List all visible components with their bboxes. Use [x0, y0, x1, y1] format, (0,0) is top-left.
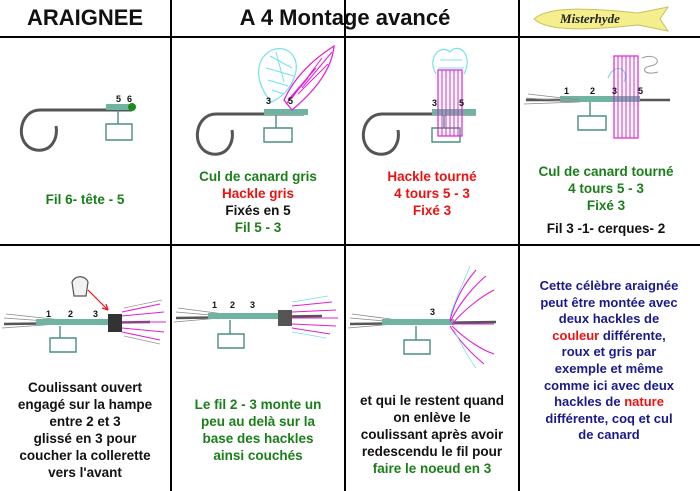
note-line: exemple et même [554, 360, 664, 376]
panel-3-caption-line: Fixé 3 [412, 203, 452, 218]
panel-2: 3 5 Cul de canard gris Hackle gris Fixés… [172, 38, 344, 244]
panel-3: 3 5 Hackle tourné 4 tours 5 - 3 Fixé 3 [346, 38, 518, 244]
panel-4-caption: Cul de canard tourné 4 tours 5 - 3 Fixé … [520, 163, 692, 237]
panel-4-caption-line: 4 tours 5 - 3 [568, 181, 644, 196]
panel-2-caption-line: Fil 5 - 3 [234, 220, 282, 235]
note-text: Cette célèbre araignée peut être montée … [520, 278, 698, 444]
panel-2-caption-line: Fixés en 5 [225, 203, 291, 218]
panel-3-label-5: 5 [459, 98, 464, 108]
note-line: roux et gris par [561, 344, 657, 360]
panel-5-caption-line: Coulissant ouvert [27, 380, 143, 395]
panel-4-label-1: 1 [564, 86, 569, 96]
panel-4-caption-line: Fil 3 -1- cerques- 2 [546, 221, 666, 236]
panel-4: 1 2 3 5 Cul de canard tourné 4 tours 5 -… [520, 38, 700, 244]
panel-3-label-3: 3 [432, 98, 437, 108]
note-line: hackles de nature [554, 394, 664, 410]
panel-7: 3 et qui le restent quand on enlève le c… [346, 246, 518, 491]
header-left-title: ARAIGNEE [26, 5, 144, 30]
panel-5-caption-line: entre 2 et 3 [49, 414, 121, 429]
note-line: peut être montée avec [540, 294, 678, 310]
panel-6-illustration: 1 2 3 [173, 295, 338, 349]
logo-text: Misterhyde [559, 11, 620, 26]
note-line: deux hackles de [558, 311, 660, 327]
panel-1-caption-line: Fil 6- tête - 5 [45, 192, 125, 207]
panel-6-caption-line: ainsi couchés [213, 448, 303, 463]
panel-2-label-3: 3 [266, 96, 271, 106]
misterhyde-logo: Misterhyde [533, 6, 670, 32]
grid-hline-middle [0, 244, 700, 246]
panel-5-label-3: 3 [93, 309, 98, 319]
panel-6: 1 2 3 Le fil 2 - 3 monte un peu au delà … [172, 246, 344, 491]
panel-2-label-5: 5 [288, 96, 293, 106]
panel-4-caption-line: Cul de canard tourné [538, 164, 674, 179]
panel-2-caption-line: Cul de canard gris [199, 169, 317, 184]
panel-1-label-6: 6 [127, 94, 132, 104]
note-line: différente, coq et cul [545, 410, 673, 426]
panel-5-label-2: 2 [68, 309, 73, 319]
panel-5-caption-line: coucher la collerette [19, 448, 151, 463]
panel-3-illustration: 3 5 [361, 47, 476, 156]
panel-5: 1 2 3 Coulissant ouvert engagé sur la ha… [0, 246, 170, 491]
panel-7-caption: et qui le restent quand on enlève le cou… [346, 392, 518, 477]
panel-5-caption-line: vers l'avant [48, 465, 122, 480]
panel-3-caption: Hackle tourné 4 tours 5 - 3 Fixé 3 [346, 168, 518, 219]
panel-5-label-1: 1 [46, 309, 51, 319]
panel-7-label-3: 3 [430, 307, 435, 317]
panel-5-caption: Coulissant ouvert engagé sur la hampe en… [0, 379, 170, 481]
panel-2-caption: Cul de canard gris Hackle gris Fixés en … [172, 168, 344, 236]
panel-6-caption-line: Le fil 2 - 3 monte un [194, 397, 322, 412]
panel-1-caption: Fil 6- tête - 5 [0, 191, 170, 208]
panel-3-caption-line: 4 tours 5 - 3 [394, 186, 470, 201]
panel-7-caption-line: redescendu le fil pour [361, 444, 503, 459]
panel-2-illustration: 3 5 [195, 44, 335, 156]
panel-6-caption-line: base des hackles [202, 431, 314, 446]
panel-4-label-3: 3 [612, 86, 617, 96]
panel-4-label-5: 5 [638, 86, 643, 96]
note-line: Cette célèbre araignée [539, 278, 679, 293]
panel-7-illustration: 3 [347, 265, 497, 369]
grid-hline-header [0, 36, 700, 38]
panel-1-label-5: 5 [116, 94, 121, 104]
panel-7-caption-line: faire le noeud en 3 [372, 461, 492, 476]
panel-6-label-2: 2 [230, 300, 235, 310]
panel-4-illustration: 1 2 3 5 [523, 55, 670, 139]
panel-2-caption-line: Hackle gris [221, 186, 295, 201]
panel-4-label-2: 2 [590, 86, 595, 96]
panel-6-label-1: 1 [212, 300, 217, 310]
panel-7-caption-line: on enlève le [393, 410, 471, 425]
note-line: couleur différente, [552, 327, 666, 343]
panel-3-caption-line: Hackle tourné [387, 169, 477, 184]
panel-4-caption-line: Fixé 3 [586, 198, 626, 213]
panel-5-illustration: 1 2 3 [1, 276, 166, 353]
note-line: comme ici avec deux [543, 377, 675, 393]
panel-6-label-3: 3 [250, 300, 255, 310]
panel-7-caption-line: coulissant après avoir [360, 427, 504, 442]
panel-7-caption-line: et qui le restent quand [359, 393, 505, 408]
panel-5-caption-line: glissé en 3 pour [33, 431, 137, 446]
note-line: de canard [578, 427, 640, 443]
panel-5-caption-line: engagé sur la hampe [17, 397, 153, 412]
note-panel: Cette célèbre araignée peut être montée … [520, 246, 700, 491]
panel-1-illustration: 5 6 [19, 94, 136, 152]
panel-1: 5 6 Fil 6- tête - 5 [0, 38, 170, 244]
panel-6-caption-line: peu au delà sur la [200, 414, 316, 429]
panel-6-caption: Le fil 2 - 3 monte un peu au delà sur la… [172, 396, 344, 464]
